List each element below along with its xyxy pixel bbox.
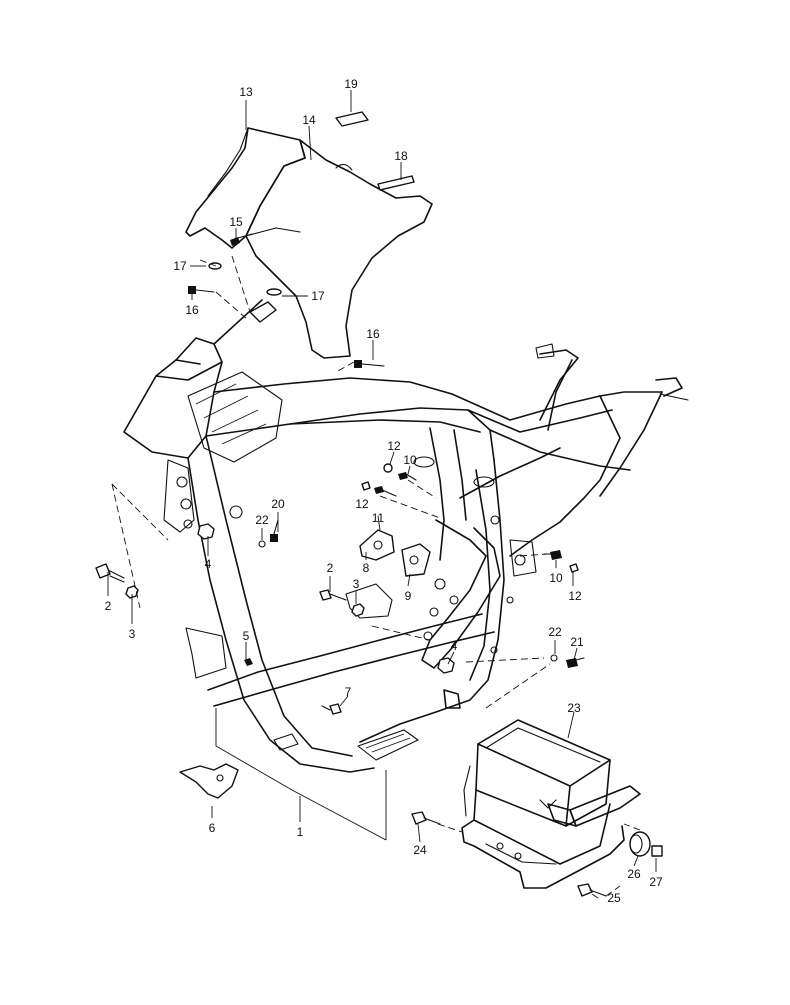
label-24: 24 [413,843,427,857]
cover-fasteners [188,233,385,368]
frame-fasteners [95,463,585,715]
label-3-left: 3 [129,627,136,641]
label-15: 15 [229,215,243,229]
part-8-bracket [359,529,395,561]
label-2-left: 2 [105,599,112,613]
label-26: 26 [627,867,641,881]
label-27: 27 [649,875,663,889]
label-21: 21 [570,635,584,649]
label-17-right: 17 [311,289,325,303]
label-8: 8 [363,561,370,575]
label-16-right: 16 [366,327,380,341]
label-11: 11 [372,511,385,525]
label-6: 6 [209,821,216,835]
part-6-bracket [179,763,239,799]
alignment-lines [111,255,641,897]
label-12-middle: 12 [355,497,369,511]
label-14: 14 [302,113,316,127]
part-1-main-frame [123,299,689,773]
label-23: 23 [567,701,581,715]
battery-box-fasteners [411,811,663,897]
callout-labels: 1 2 2 3 3 4 4 5 6 7 8 9 10 10 11 12 12 1… [105,77,663,905]
part-14-right-cover [245,139,433,359]
label-4-center: 4 [451,639,458,653]
label-25: 25 [607,891,621,905]
label-18: 18 [394,149,408,163]
label-10-center: 10 [403,453,417,467]
part-9-bracket [401,543,431,577]
label-2-center: 2 [327,561,334,575]
label-12-right: 12 [568,589,582,603]
label-13: 13 [239,85,253,99]
label-17-left: 17 [173,259,187,273]
label-22-right: 22 [548,625,562,639]
part-19-emblem [335,111,369,127]
label-1: 1 [297,825,304,839]
label-10-right: 10 [549,571,563,585]
label-9: 9 [405,589,412,603]
label-16-left: 16 [185,303,199,317]
label-12-upper: 12 [387,439,401,453]
label-4-left: 4 [205,557,212,571]
label-22-left: 22 [255,513,269,527]
part-23-battery-box [461,719,641,889]
label-7: 7 [345,685,352,699]
part-18-strip [377,175,415,191]
label-19: 19 [344,77,358,91]
label-20: 20 [271,497,285,511]
leader-lines [107,90,657,899]
label-3-center: 3 [353,577,360,591]
label-5: 5 [243,629,250,643]
